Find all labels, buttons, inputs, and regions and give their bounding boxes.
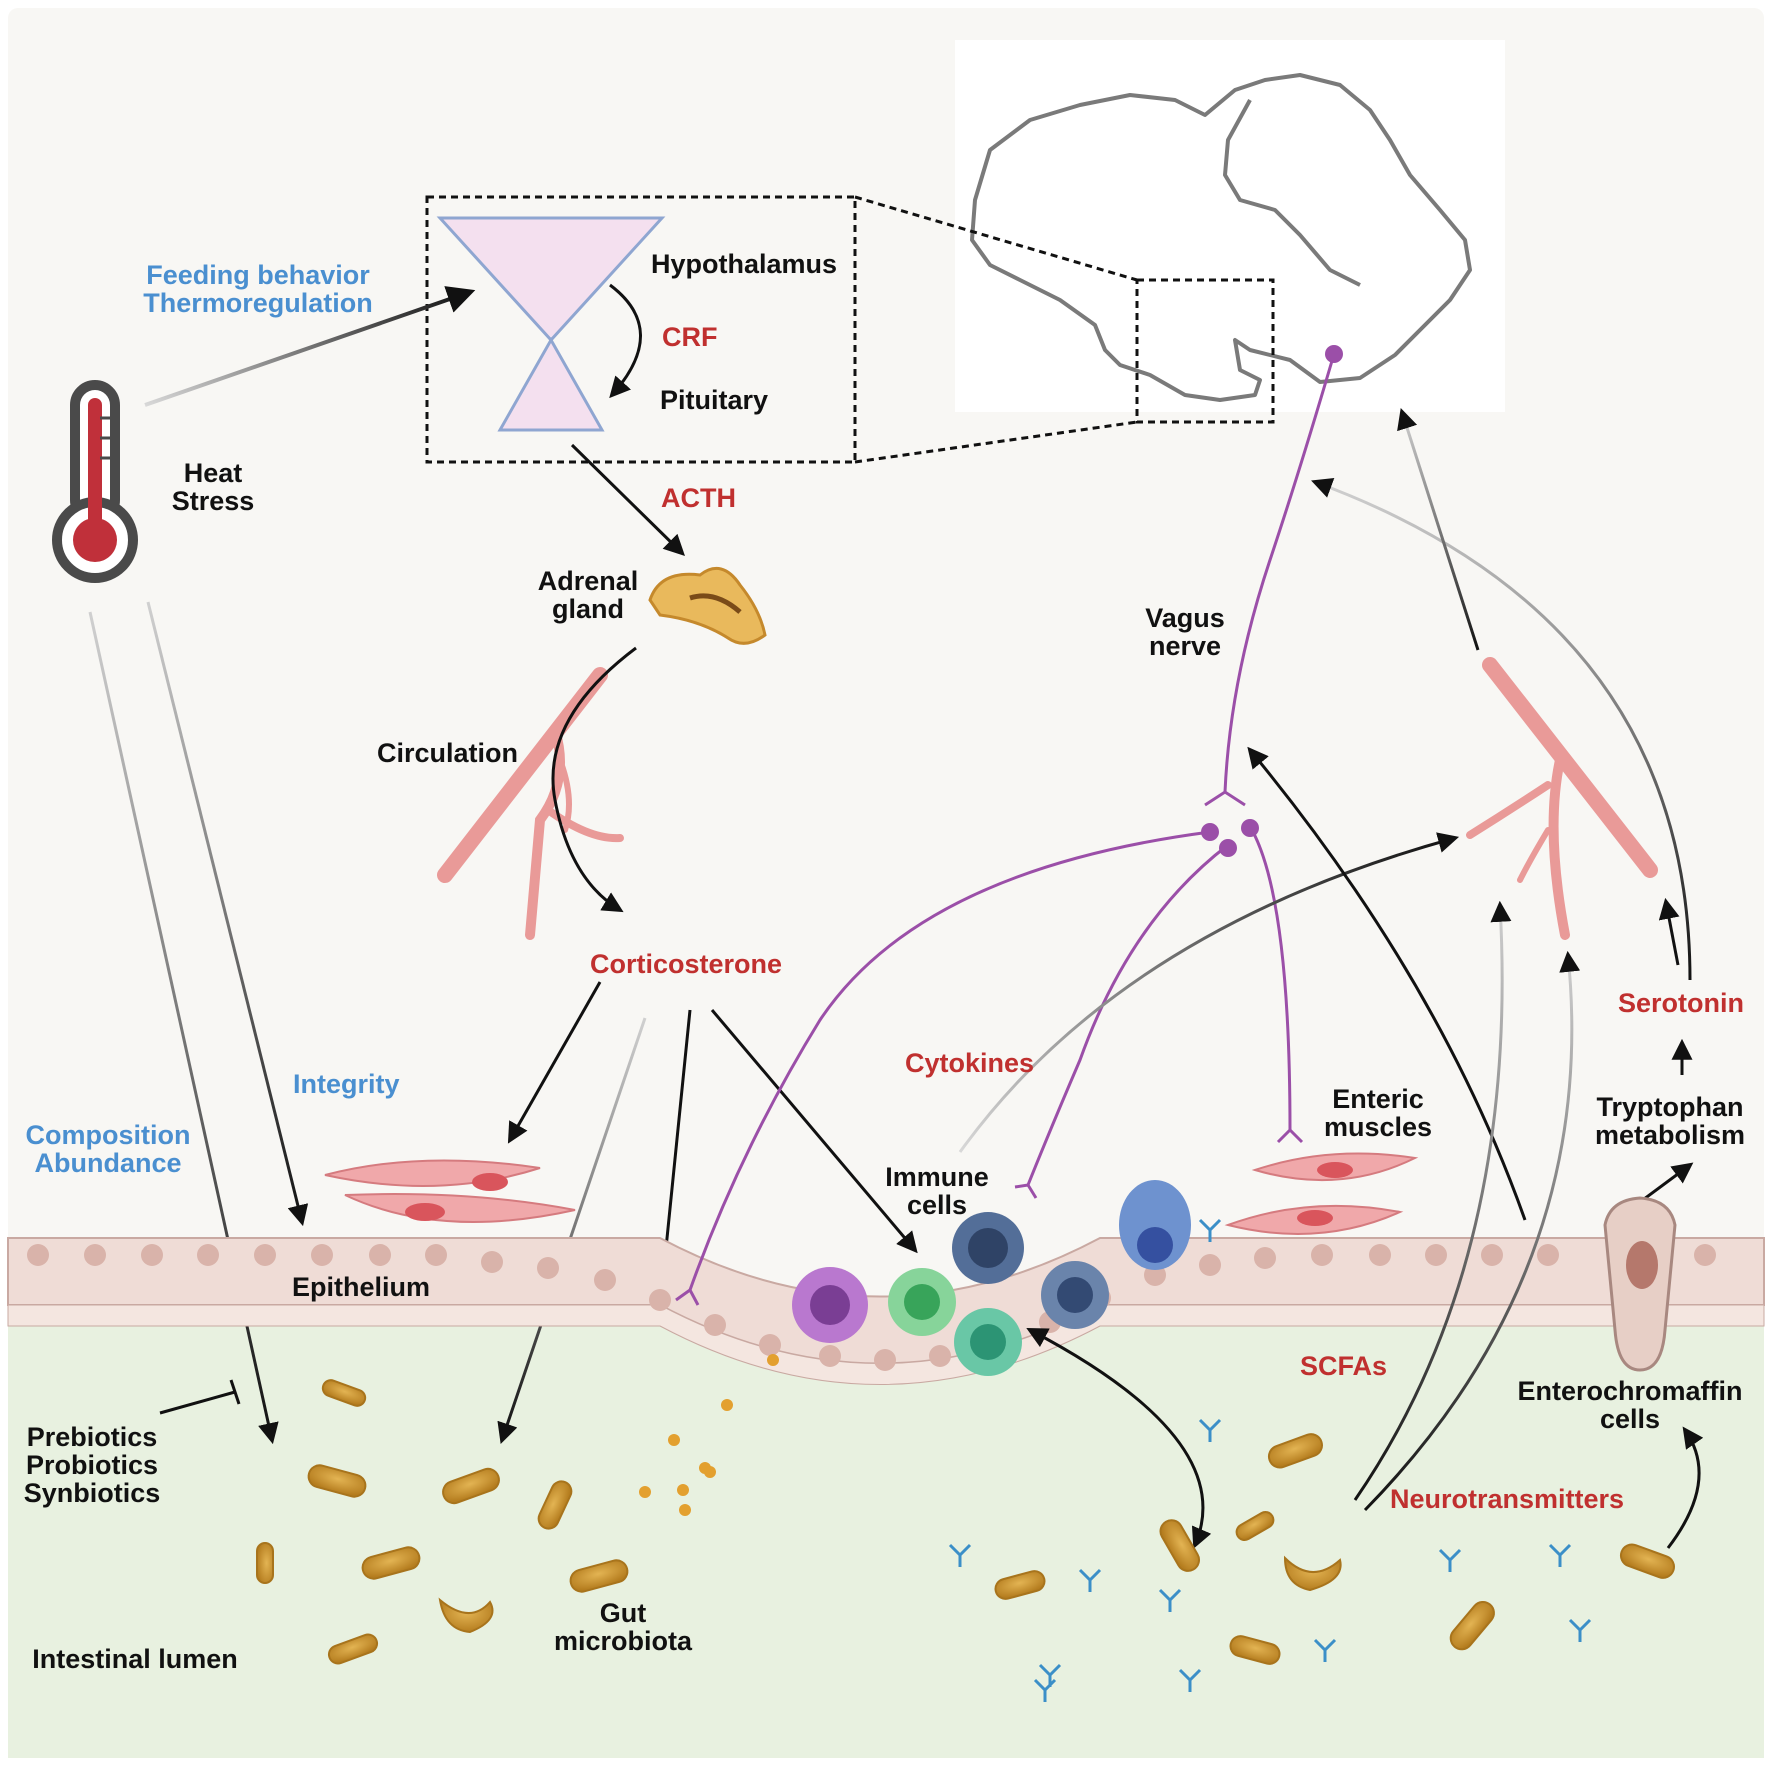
adrenal-gland-icon: [648, 566, 767, 645]
vagus-label: Vagus: [1145, 603, 1225, 633]
epithelium-label: Epithelium: [292, 1272, 430, 1302]
antibody-icon: [948, 1218, 1592, 1702]
intestinal-lumen-region: [8, 1300, 1764, 1758]
microbe-to-ec-arrow: [1666, 1426, 1704, 1549]
adrenal-to-corticosterone-arrow: [551, 646, 637, 913]
brain-outline-icon: [970, 73, 1472, 402]
hypothalamus-pituitary-icon: [436, 216, 666, 432]
immune-microbe-arrow: [1026, 1328, 1212, 1549]
acth-label: ACTH: [661, 483, 736, 513]
smooth-muscle-cells-right: [1224, 1152, 1419, 1235]
cytokines-to-vessel-arrow: [958, 832, 1460, 1153]
prebiotics-inhibitor-bar: [229, 1379, 241, 1405]
tryptophan-label: Tryptophan: [1597, 1092, 1744, 1122]
serotonin-label: Serotonin: [1618, 988, 1744, 1018]
pituitary-label: Pituitary: [660, 385, 768, 415]
intestinal-lumen-label: Intestinal lumen: [32, 1644, 238, 1674]
crf-label: CRF: [662, 322, 718, 352]
enterochromaffin-label: Enterochromaffin: [1517, 1376, 1742, 1406]
neurotransmitters-label: Neurotransmitters: [1390, 1484, 1624, 1514]
neurotransmitters-to-vessel-arrow: [1363, 950, 1581, 1512]
hypothalamus-label: Hypothalamus: [651, 249, 837, 279]
microbiota-label: microbiota: [554, 1626, 693, 1656]
vessel-to-brain-arrow: [1397, 407, 1480, 651]
muscle-to-vagus-arrow: [1247, 746, 1527, 1221]
serotonin-to-brain-arrow: [1311, 477, 1692, 981]
heat-to-epithelium-arrow: [146, 601, 309, 1227]
acth-arrow: [570, 443, 685, 556]
corticosterone-label: Corticosterone: [590, 949, 782, 979]
composition-label: Composition: [26, 1120, 191, 1150]
bacterium-icon: [256, 1379, 1675, 1665]
nerve-label: nerve: [1149, 631, 1221, 661]
metabolism-label: metabolism: [1595, 1120, 1745, 1150]
synbiotics-label: Synbiotics: [24, 1478, 161, 1508]
secreted-granules: [639, 1354, 779, 1516]
heat-label: Heat: [184, 458, 243, 488]
circulation-label: Circulation: [377, 738, 518, 768]
immune-cell-icon: [792, 1180, 1191, 1376]
cerebellum-fold: [1223, 99, 1361, 287]
vagus-nerve: [675, 353, 1336, 1306]
adrenal-label: Adrenal: [538, 566, 639, 596]
stress-label: Stress: [172, 486, 255, 516]
feeding-behavior-label: Feeding behavior: [146, 260, 370, 290]
brain-panel: [955, 40, 1505, 412]
thermometer-icon: [52, 380, 138, 583]
cort-to-microbiota-arrow: [497, 1017, 647, 1444]
serotonin-up-arrow: [1658, 897, 1680, 966]
gut-label: Gut: [600, 1598, 647, 1628]
enterochromaffin-cell-icon: [1603, 1196, 1677, 1372]
cort-to-muscle-arrow: [507, 981, 602, 1144]
prebiotics-inhibitor-line: [159, 1390, 236, 1415]
smooth-muscle-cells-left: [324, 1159, 576, 1223]
cort-to-immune-arrow: [710, 1009, 918, 1254]
gland-label: gland: [552, 594, 624, 624]
crf-arrow: [609, 283, 642, 399]
scfas-to-vessel-arrow: [1353, 900, 1512, 1501]
ec-cells-label: cells: [1600, 1404, 1660, 1434]
vagus-synapse-dots: [1201, 345, 1343, 857]
zoom-line-top: [854, 195, 1138, 282]
scfas-label: SCFAs: [1300, 1351, 1387, 1381]
abundance-label: Abundance: [34, 1148, 181, 1178]
muscles-label: muscles: [1324, 1112, 1432, 1142]
hypothalamus-inset-box: [425, 195, 857, 464]
immune-label: Immune: [885, 1162, 989, 1192]
integrity-label: Integrity: [293, 1069, 400, 1099]
cells-label: cells: [907, 1190, 967, 1220]
prebiotics-label: Prebiotics: [27, 1422, 158, 1452]
blood-vessel-icon-right: [1466, 657, 1658, 940]
brain-zoom-box: [1135, 278, 1275, 424]
thermoregulation-label: Thermoregulation: [143, 288, 373, 318]
probiotics-label: Probiotics: [26, 1450, 158, 1480]
heat-to-hypothalamus-arrow: [144, 286, 476, 407]
enteric-label: Enteric: [1332, 1084, 1424, 1114]
cytokines-label: Cytokines: [905, 1048, 1034, 1078]
